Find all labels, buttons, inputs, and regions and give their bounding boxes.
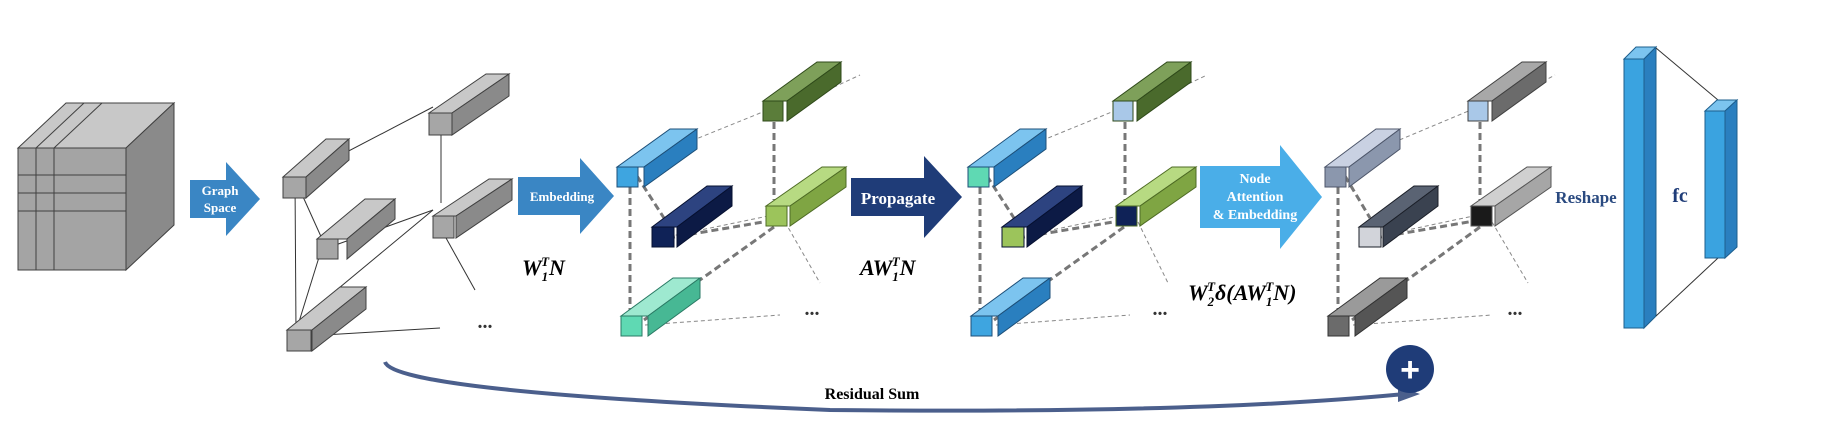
fc-connectors [1655, 47, 1719, 317]
formula-1: W1TN [522, 254, 566, 284]
embedded-node-lime [764, 166, 848, 227]
reshape-label: Reshape [1555, 188, 1617, 207]
propagate-label: Propagate [861, 189, 936, 208]
graph-propagated: ... [966, 61, 1208, 337]
attention-node-slate [1323, 128, 1402, 188]
propagated-node-olive [1111, 61, 1193, 122]
attention-node-darkgray [1326, 277, 1409, 337]
fc-label: fc [1672, 185, 1688, 207]
propagated-node-sky [966, 128, 1048, 188]
formula-2: AW1TN [858, 254, 917, 284]
graph-space-label-2: Space [204, 200, 237, 215]
residual-plus-icon: + [1386, 345, 1434, 393]
graph-gray-node [281, 137, 351, 200]
graph-gray-node [431, 178, 514, 239]
node-attention-label-2: Attention [1227, 190, 1284, 205]
propagate-arrow: Propagate [851, 156, 962, 238]
embedded-node-navy [650, 185, 734, 248]
residual-sum-label: Residual Sum [825, 386, 920, 403]
graph-gray-node [427, 73, 511, 136]
ellipsis-2: ... [805, 298, 820, 320]
attention-node-gray [1466, 61, 1548, 122]
node-attention-label-1: Node [1239, 172, 1270, 187]
node-attention-arrow: Node Attention & Embedding [1200, 145, 1322, 249]
propagated-node-lime [1114, 166, 1198, 227]
fc-bar [1703, 98, 1739, 260]
graph-space-arrow: Graph Space [190, 162, 260, 236]
embedding-label: Embedding [530, 189, 595, 204]
graph-gray: ... [281, 73, 514, 353]
attention-node-lightgray [1469, 166, 1553, 227]
plus-symbol: + [1400, 351, 1420, 389]
node-attention-label-3: & Embedding [1213, 208, 1297, 223]
ellipsis-3: ... [1153, 298, 1168, 320]
graph-embedded: ... [615, 61, 861, 337]
residual-path: Residual Sum [383, 360, 1420, 413]
ellipsis-1: ... [478, 311, 493, 333]
graph-attention: ... [1323, 61, 1556, 337]
formula-3: W2Tδ(AW1TN) [1188, 279, 1297, 309]
embedded-node-sky [615, 128, 699, 188]
embedded-node-mint [619, 277, 702, 337]
propagated-node-navy [1000, 185, 1084, 248]
embedded-node-olive [761, 61, 843, 122]
graph-gray-node [315, 197, 397, 261]
embedding-arrow: Embedding [518, 158, 614, 234]
graph-space-label-1: Graph [202, 183, 240, 198]
graph-embedded-edges [626, 74, 861, 326]
attention-node-charcoal [1357, 185, 1440, 248]
reshape-bar [1622, 45, 1658, 330]
ellipsis-4: ... [1508, 298, 1523, 320]
input-feature-cube [16, 101, 176, 272]
graph-gray-node [285, 285, 368, 353]
propagated-node-sky2 [969, 277, 1052, 337]
